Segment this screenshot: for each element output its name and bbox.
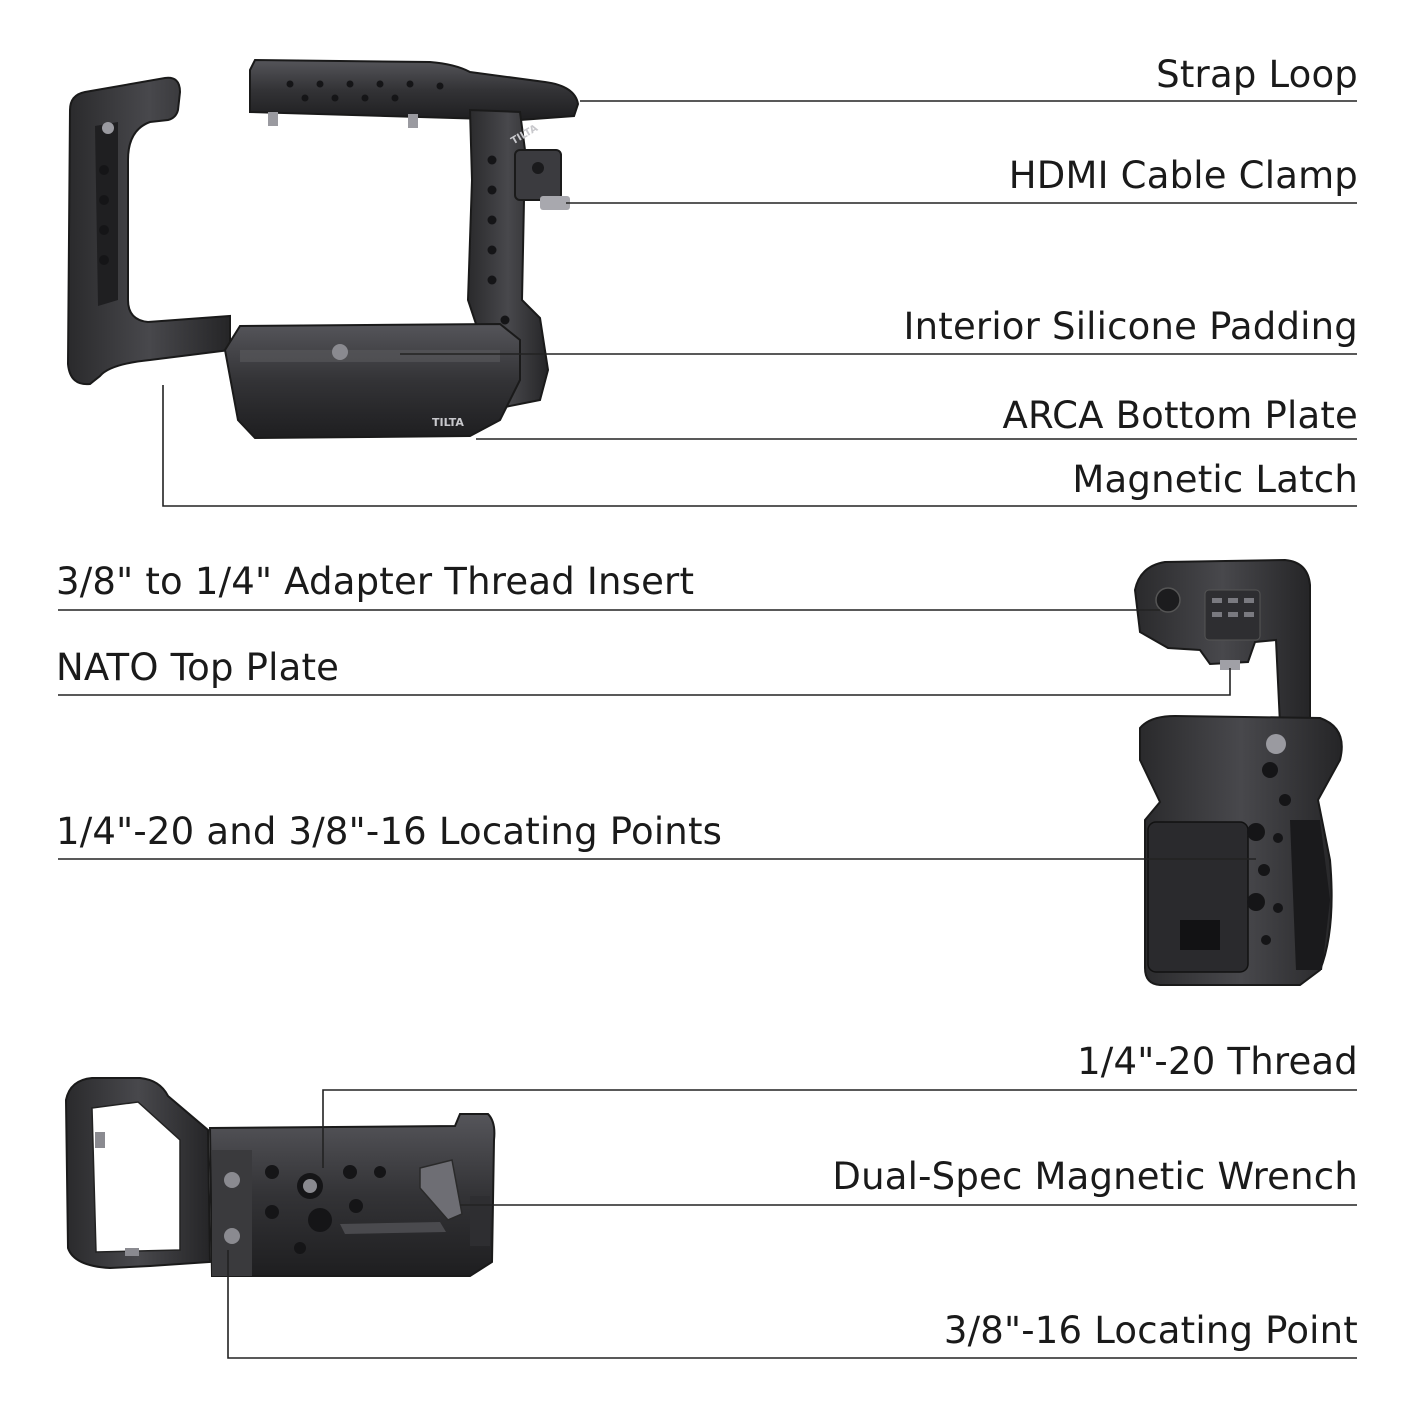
leader-magnetic-latch xyxy=(162,385,1357,507)
screw-icon xyxy=(102,122,114,134)
bottom-leader-lines xyxy=(227,1089,1357,1359)
bottom-plate-body xyxy=(208,1113,496,1277)
label-strap-loop: Strap Loop xyxy=(1156,53,1358,96)
clamp-thumbscrew xyxy=(540,196,570,210)
nato-clamp-piece xyxy=(1133,558,1311,726)
tilta-logo-bottom: TILTA xyxy=(432,416,464,429)
label-magnetic-latch: Magnetic Latch xyxy=(1072,458,1358,501)
cage-bottom-view-illustration xyxy=(64,1077,496,1277)
left-handle-frame xyxy=(66,76,231,386)
label-nato-top-plate: NATO Top Plate xyxy=(56,646,340,689)
leader-locating-point xyxy=(227,1250,1357,1359)
locking-screw xyxy=(1266,734,1286,754)
label-locating-point: 3/8"-16 Locating Point xyxy=(943,1309,1358,1352)
top-leader-lines xyxy=(162,100,1357,507)
leader-quarter-20-thread xyxy=(322,1089,1357,1168)
side-handle-illustration xyxy=(1133,558,1343,986)
magnetic-wrench-shape xyxy=(419,1159,463,1221)
thumb-knob xyxy=(1155,587,1181,613)
leader-nato-top-plate xyxy=(58,668,1231,696)
hdmi-clamp-block xyxy=(514,149,562,201)
label-quarter-20-thread: 1/4"-20 Thread xyxy=(1077,1040,1358,1083)
thread-screw xyxy=(303,1179,317,1193)
rubber-grip xyxy=(1290,820,1330,970)
middle-leader-lines xyxy=(58,609,1256,860)
left-handle-cutout xyxy=(95,122,118,306)
camera-cage-illustration: TILTA TILTA xyxy=(66,58,580,440)
label-magnetic-wrench: Dual-Spec Magnetic Wrench xyxy=(832,1155,1358,1198)
mount-screw xyxy=(332,344,348,360)
label-interior-silicone-padding: Interior Silicone Padding xyxy=(903,305,1358,348)
arca-base-plate xyxy=(223,322,521,440)
label-adapter-thread-insert: 3/8" to 1/4" Adapter Thread Insert xyxy=(56,560,695,603)
nato-top-plate-shape xyxy=(249,58,580,122)
label-locating-points: 1/4"-20 and 3/8"-16 Locating Points xyxy=(56,810,723,853)
label-hdmi-cable-clamp: HDMI Cable Clamp xyxy=(1008,154,1358,197)
label-arca-bottom-plate: ARCA Bottom Plate xyxy=(1002,394,1358,437)
